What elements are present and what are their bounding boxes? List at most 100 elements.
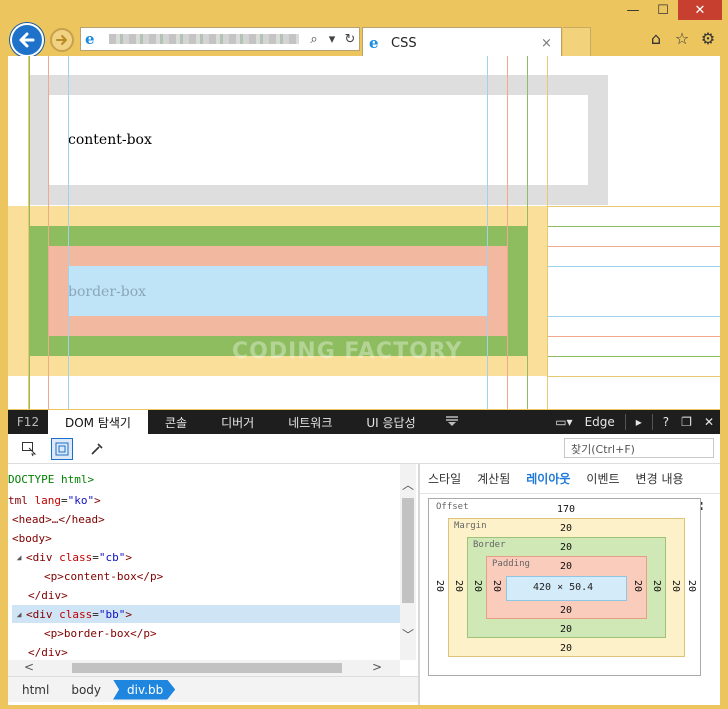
border-top-value: 20 (559, 542, 573, 553)
expand-triangle-icon[interactable]: ◢ (16, 552, 22, 562)
devtools-right-controls: ▭▾ Edge ▸ ? ❐ ✕ (549, 410, 720, 434)
tab-layout[interactable]: 레이아웃 (526, 472, 571, 486)
tab-close-icon[interactable]: × (541, 35, 552, 51)
tab-events[interactable]: 이벤트 (586, 472, 620, 486)
highlight-elements-icon[interactable] (51, 438, 73, 460)
dom-vertical-scrollbar[interactable]: ︿ ﹀ (400, 464, 416, 660)
dom-horizontal-scrollbar[interactable]: < > (8, 660, 400, 676)
close-devtools-icon[interactable]: ✕ (703, 415, 714, 429)
guide-line (548, 226, 720, 227)
guide-line (548, 266, 720, 267)
find-input[interactable]: 찾기(Ctrl+F) (564, 438, 714, 458)
dom-node[interactable]: <p>content-box</p> (44, 569, 164, 583)
guide-line (28, 56, 29, 409)
dom-node[interactable]: </div> (28, 588, 68, 602)
scroll-down-icon[interactable]: ﹀ (401, 628, 414, 642)
tab-debugger[interactable]: 디버거 (221, 415, 255, 430)
tab-ui-responsiveness[interactable]: UI 응답성 (366, 415, 416, 430)
scroll-thumb[interactable] (402, 498, 414, 603)
window-controls: — ☐ ✕ (618, 0, 722, 20)
ie-logo-icon: e (85, 30, 95, 48)
forward-button[interactable] (50, 28, 74, 52)
url-text-blurred (109, 34, 299, 44)
scroll-right-icon[interactable]: > (372, 660, 383, 674)
breadcrumb-item-body[interactable]: body (71, 682, 102, 697)
content-size-value: 420 × 50.4 (533, 582, 594, 593)
devtools-tab-bar: F12 DOM 탐색기 콘솔 디버거 네트워크 UI 응답성 ▭▾ Edge ▸… (8, 410, 720, 434)
margin-bottom-value: 20 (559, 643, 573, 654)
browser-tab[interactable]: e CSS × (362, 27, 562, 58)
home-icon[interactable]: ⌂ (650, 29, 662, 48)
pane-splitter[interactable] (418, 464, 420, 705)
tab-network[interactable]: 네트워크 (288, 415, 333, 430)
console-toggle-icon[interactable]: ▸ (635, 415, 642, 429)
tab-title: CSS (391, 35, 417, 51)
scroll-left-icon[interactable]: < (24, 660, 35, 674)
dom-node[interactable]: ◢<div class="cb"> (12, 548, 404, 566)
dom-node[interactable]: </div> (28, 645, 68, 659)
dom-node[interactable]: tml lang="ko"> (8, 493, 101, 507)
expand-triangle-icon[interactable]: ◢ (16, 609, 22, 619)
border-left-value: 20 (472, 580, 483, 593)
offset-right-value: 20 (686, 580, 697, 593)
dropdown-icon[interactable]: ▾ (328, 31, 336, 47)
margin-label: Margin (454, 521, 487, 531)
content-box-area (48, 95, 588, 185)
settings-gear-icon[interactable]: ⚙ (700, 29, 716, 48)
styles-tab-bar: 스타일 계산됨 레이아웃 이벤트 변경 내용 (420, 464, 720, 494)
tab-computed[interactable]: 계산됨 (477, 472, 511, 486)
refresh-icon[interactable]: ↻ (344, 31, 356, 47)
close-window-button[interactable]: ✕ (678, 0, 722, 20)
maximize-button[interactable]: ☐ (657, 2, 669, 18)
breadcrumb: html body div.bb (8, 676, 418, 702)
border-box-content-overlay (68, 266, 488, 316)
dom-node[interactable]: <p>border-box</p> (44, 626, 157, 640)
border-label: Border (473, 540, 506, 550)
breadcrumb-item-div-bb[interactable]: div.bb (113, 680, 175, 700)
dom-node[interactable]: <body> (12, 531, 52, 545)
margin-top-value: 20 (559, 523, 573, 534)
guide-line (548, 336, 720, 337)
f12-label: F12 (16, 415, 40, 429)
dom-node[interactable]: DOCTYPE html> (8, 472, 95, 486)
scroll-thumb[interactable] (72, 663, 342, 673)
dom-node[interactable]: <head>…</head> (12, 512, 105, 526)
dom-node-selected[interactable]: ◢<div class="bb"> (12, 605, 404, 623)
content-box-text: content-box (68, 132, 152, 148)
emulation-mode-label[interactable]: Edge (584, 415, 615, 429)
new-tab-button[interactable] (563, 27, 591, 58)
undock-icon[interactable]: ❐ (681, 415, 692, 429)
tab-dom-explorer[interactable]: DOM 탐색기 (48, 410, 148, 434)
select-element-icon[interactable] (18, 438, 40, 460)
minimize-button[interactable]: — (626, 2, 640, 18)
guide-line (548, 246, 720, 247)
address-bar[interactable]: e ⌕ ▾ ↻ (80, 27, 360, 51)
guide-line (29, 56, 30, 409)
scroll-up-icon[interactable]: ︿ (401, 478, 414, 492)
offset-top-value: 170 (556, 504, 576, 515)
guide-line (507, 56, 508, 409)
offset-label: Offset (436, 502, 469, 512)
margin-left-value: 20 (453, 580, 464, 593)
padding-top-value: 20 (559, 561, 573, 572)
more-tabs-icon[interactable] (433, 415, 471, 429)
guide-line (487, 56, 488, 409)
tab-changes[interactable]: 변경 내용 (635, 472, 684, 486)
divider (651, 414, 653, 430)
tab-console[interactable]: 콘솔 (164, 415, 188, 430)
color-picker-icon[interactable] (86, 438, 108, 460)
emulation-icon[interactable]: ▭▾ (555, 415, 573, 429)
favorites-star-icon[interactable]: ☆ (674, 29, 690, 48)
help-icon[interactable]: ? (662, 415, 670, 429)
border-bottom-value: 20 (559, 624, 573, 635)
search-icon[interactable]: ⌕ (310, 31, 318, 47)
page-viewport: content-box border-box CODING FACTORY (8, 56, 720, 409)
tab-styles[interactable]: 스타일 (428, 472, 462, 486)
border-box-text: border-box (68, 284, 147, 300)
back-button[interactable] (10, 23, 44, 57)
guide-line (527, 56, 528, 409)
padding-left-value: 20 (491, 580, 502, 593)
box-model-diagram (428, 498, 701, 676)
breadcrumb-item-html[interactable]: html (22, 682, 50, 697)
